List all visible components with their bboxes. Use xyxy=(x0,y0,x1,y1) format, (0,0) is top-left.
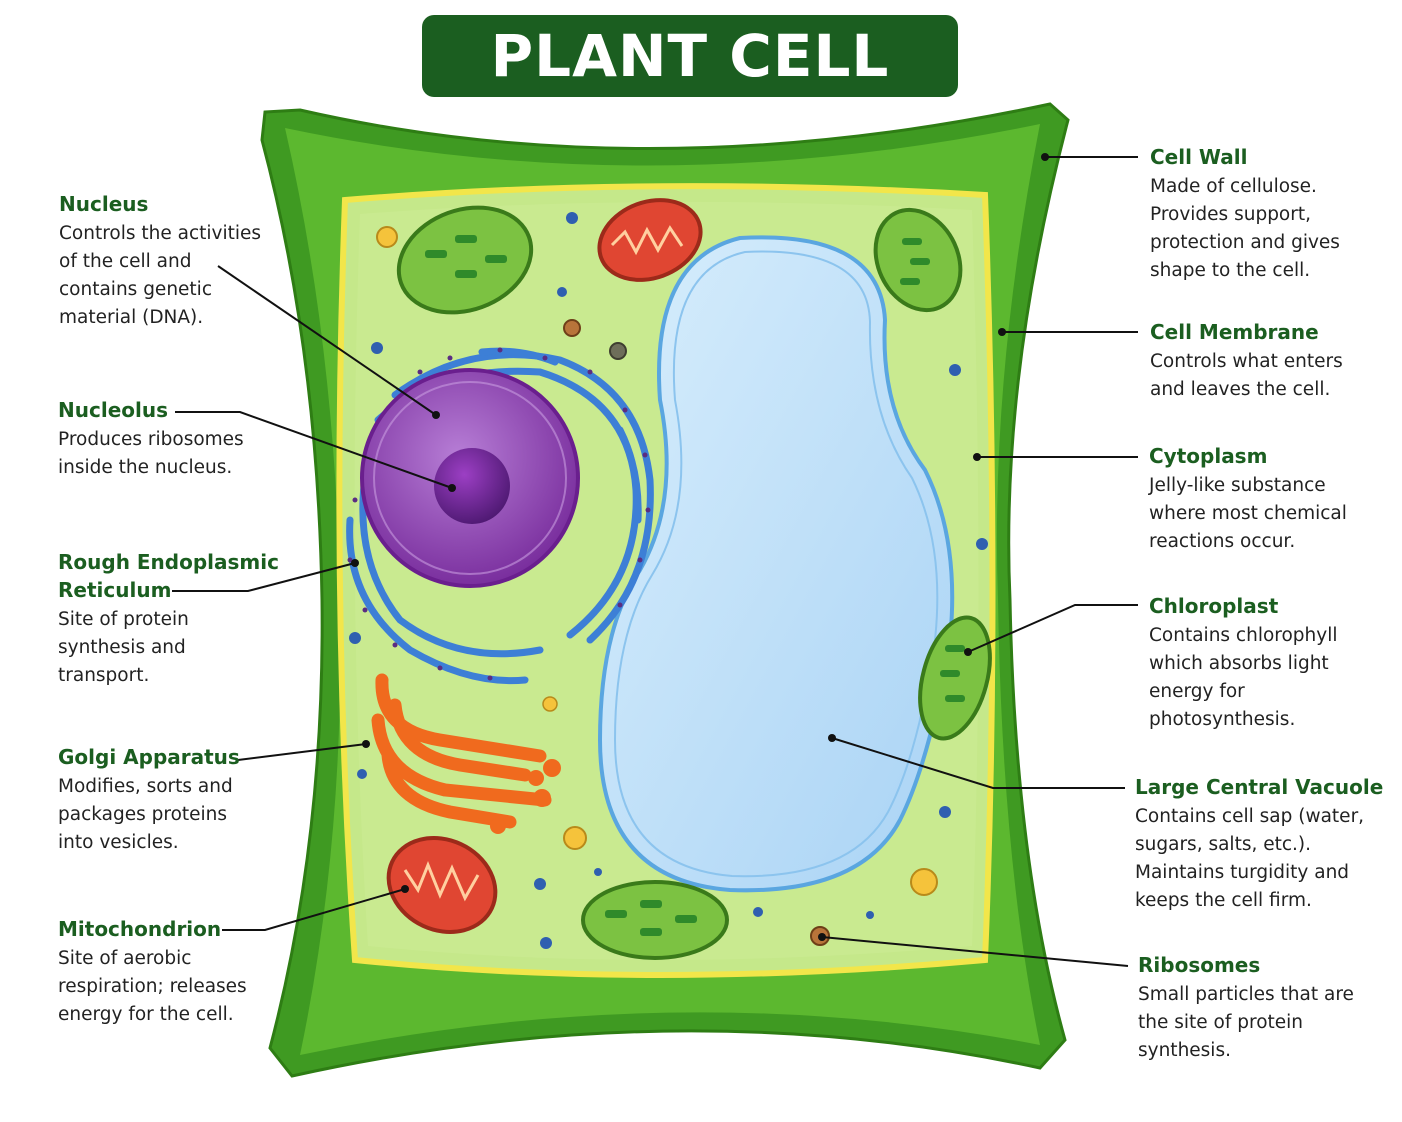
label-vacuole: Large Central Vacuole Contains cell sap … xyxy=(1135,773,1397,915)
label-rough-er-desc: Site of protein synthesis and transport. xyxy=(58,609,189,686)
label-chloroplast: Chloroplast Contains chlorophyll which a… xyxy=(1149,592,1399,734)
label-cytoplasm-title: Cytoplasm xyxy=(1149,444,1268,468)
label-rough-er: Rough Endoplasmic Reticulum Site of prot… xyxy=(58,548,308,690)
label-chloroplast-title: Chloroplast xyxy=(1149,594,1279,618)
chloroplast-top-right xyxy=(873,207,963,313)
rough-er-ribosome-dots xyxy=(347,347,651,681)
label-nucleolus-desc: Produces ribosomes inside the nucleus. xyxy=(58,429,244,478)
label-cytoplasm: Cytoplasm Jelly-like substance where mos… xyxy=(1149,442,1399,556)
nucleolus xyxy=(434,448,510,524)
label-mitochondrion: Mitochondrion Site of aerobic respiratio… xyxy=(58,915,308,1029)
label-nucleolus-title: Nucleolus xyxy=(58,398,168,422)
label-nucleus-title: Nucleus xyxy=(59,192,149,216)
label-ribosomes-desc: Small particles that are the site of pro… xyxy=(1138,984,1354,1061)
leader-mitochondrion xyxy=(222,888,406,931)
mitochondrion-bottom xyxy=(386,836,498,934)
leader-golgi xyxy=(237,743,367,761)
label-vacuole-desc: Contains cell sap (water, sugars, salts,… xyxy=(1135,806,1365,911)
label-cell-wall-desc: Made of cellulose. Provides support, pro… xyxy=(1150,176,1340,281)
label-cell-membrane-desc: Controls what enters and leaves the cell… xyxy=(1150,351,1343,400)
leader-rough-er xyxy=(172,562,356,592)
leader-nucleus xyxy=(217,265,437,416)
label-golgi-title: Golgi Apparatus xyxy=(58,745,240,769)
label-golgi: Golgi Apparatus Modifies, sorts and pack… xyxy=(58,743,308,857)
label-mitochondrion-desc: Site of aerobic respiration; releases en… xyxy=(58,948,247,1025)
leader-endpoints xyxy=(351,153,1049,941)
label-nucleolus: Nucleolus Produces ribosomes inside the … xyxy=(58,396,308,482)
chloroplast-right xyxy=(918,615,992,741)
chloroplast-bottom xyxy=(581,880,729,960)
leader-chloroplast xyxy=(967,604,1138,653)
label-cell-membrane: Cell Membrane Controls what enters and l… xyxy=(1150,318,1400,404)
large-central-vacuole xyxy=(597,235,955,893)
leader-ribosomes xyxy=(821,936,1129,967)
title-banner: PLANT CELL xyxy=(422,15,958,97)
label-cell-wall: Cell Wall Made of cellulose. Provides su… xyxy=(1150,143,1400,285)
label-cytoplasm-desc: Jelly-like substance where most chemical… xyxy=(1149,475,1347,552)
leader-lines xyxy=(172,156,1138,967)
label-rough-er-title: Rough Endoplasmic Reticulum xyxy=(58,550,279,602)
label-cell-wall-title: Cell Wall xyxy=(1150,145,1248,169)
golgi-apparatus xyxy=(371,673,552,829)
ribosomes xyxy=(349,212,988,949)
label-chloroplast-desc: Contains chlorophyll which absorbs light… xyxy=(1149,625,1338,730)
chloroplast-top-left xyxy=(396,205,534,315)
label-nucleus: Nucleus Controls the activities of the c… xyxy=(59,190,309,332)
label-nucleus-desc: Controls the activities of the cell and … xyxy=(59,223,262,328)
mitochondrion-top xyxy=(597,198,703,282)
label-vacuole-title: Large Central Vacuole xyxy=(1135,775,1384,799)
leader-nucleolus xyxy=(175,411,453,489)
label-mitochondrion-title: Mitochondrion xyxy=(58,917,222,941)
label-cell-membrane-title: Cell Membrane xyxy=(1150,320,1319,344)
label-golgi-desc: Modifies, sorts and packages proteins in… xyxy=(58,776,233,853)
label-ribosomes: Ribosomes Small particles that are the s… xyxy=(1138,951,1388,1065)
golgi-vesicles xyxy=(490,759,561,834)
label-ribosomes-title: Ribosomes xyxy=(1138,953,1261,977)
diagram-title: PLANT CELL xyxy=(490,22,890,90)
leader-vacuole xyxy=(831,737,1125,789)
